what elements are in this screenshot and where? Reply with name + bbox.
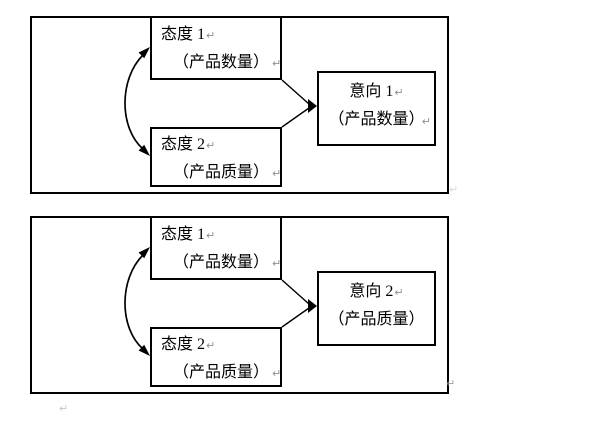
arrows-layer [124, 47, 317, 156]
arrowhead-down-icon [138, 144, 150, 156]
box-text-line: 态度 1↵ [161, 221, 280, 249]
attitude-1-sublabel: （产品数量） [173, 254, 270, 271]
paragraph-return-icon: ↵ [272, 367, 282, 380]
box-text-line: （产品数量）↵ [319, 106, 434, 134]
box-text-line: 意向 2↵ [319, 278, 434, 306]
box-intention-2: 意向 2↵ （产品质量） [317, 271, 436, 346]
paragraph-return-icon: ↵ [206, 339, 216, 352]
box-attitude-2: 态度 2↵ （产品质量）↵ [150, 327, 282, 387]
paragraph-return-icon: ↵ [272, 167, 282, 180]
attitude-2-label: 态度 2 [161, 336, 206, 353]
box-text-line: （产品质量） [319, 306, 434, 334]
paragraph-return-icon: ↵ [421, 115, 431, 128]
correlation-double-arrow-curve [124, 254, 144, 350]
arrowhead-right-icon [308, 99, 317, 113]
box-text-line: 意向 1↵ [319, 78, 434, 106]
paragraph-return-icon: ↵ [206, 29, 216, 42]
path-line-attitude1-to-intention [281, 79, 310, 105]
paragraph-return-icon: ↵ [59, 402, 69, 415]
intention-1-sublabel: （产品数量） [328, 111, 425, 128]
model-panel-1: 态度 1↵ （产品数量）↵ 态度 2↵ （产品质量）↵ 意向 1↵ （产品数量）… [30, 16, 449, 194]
attitude-1-sublabel: （产品数量） [173, 54, 270, 71]
box-intention-1: 意向 1↵ （产品数量）↵ [317, 71, 436, 146]
box-text-line: （产品质量）↵ [161, 159, 282, 187]
box-attitude-2: 态度 2↵ （产品质量）↵ [150, 127, 282, 187]
attitude-1-label: 态度 1 [161, 226, 206, 243]
paragraph-return-icon: ↵ [449, 183, 459, 196]
box-text-line: （产品数量）↵ [161, 249, 282, 277]
paragraph-return-icon: ↵ [206, 229, 216, 242]
paragraph-return-icon: ↵ [394, 286, 404, 299]
box-text-line: 态度 2↵ [161, 131, 280, 159]
intention-2-sublabel: （产品质量） [328, 311, 425, 328]
box-text-line: （产品数量）↵ [161, 49, 282, 77]
attitude-2-sublabel: （产品质量） [173, 364, 270, 381]
box-text-line: （产品质量）↵ [161, 359, 282, 387]
path-line-attitude1-to-intention [281, 279, 310, 305]
paragraph-return-icon: ↵ [272, 257, 282, 270]
box-attitude-1: 态度 1↵ （产品数量）↵ [150, 16, 282, 80]
intention-1-label: 意向 1 [349, 83, 394, 100]
arrowhead-down-icon [138, 344, 150, 356]
arrows-layer [124, 247, 317, 356]
attitude-2-sublabel: （产品质量） [173, 164, 270, 181]
paragraph-return-icon: ↵ [446, 377, 456, 390]
paragraph-return-icon: ↵ [206, 139, 216, 152]
arrowhead-up-icon [138, 47, 150, 59]
path-line-attitude2-to-intention [281, 107, 310, 128]
correlation-double-arrow-curve [124, 54, 144, 150]
path-line-attitude2-to-intention [281, 307, 310, 328]
attitude-2-label: 态度 2 [161, 136, 206, 153]
box-attitude-1: 态度 1↵ （产品数量）↵ [150, 216, 282, 280]
attitude-1-label: 态度 1 [161, 26, 206, 43]
intention-2-label: 意向 2 [349, 283, 394, 300]
box-text-line: 态度 2↵ [161, 331, 280, 359]
box-text-line: 态度 1↵ [161, 21, 280, 49]
paragraph-return-icon: ↵ [394, 86, 404, 99]
model-panel-2: 态度 1↵ （产品数量）↵ 态度 2↵ （产品质量）↵ 意向 2↵ （产品质量） [30, 216, 449, 394]
arrowhead-up-icon [138, 247, 150, 259]
paragraph-return-icon: ↵ [272, 57, 282, 70]
arrowhead-right-icon [308, 299, 317, 313]
